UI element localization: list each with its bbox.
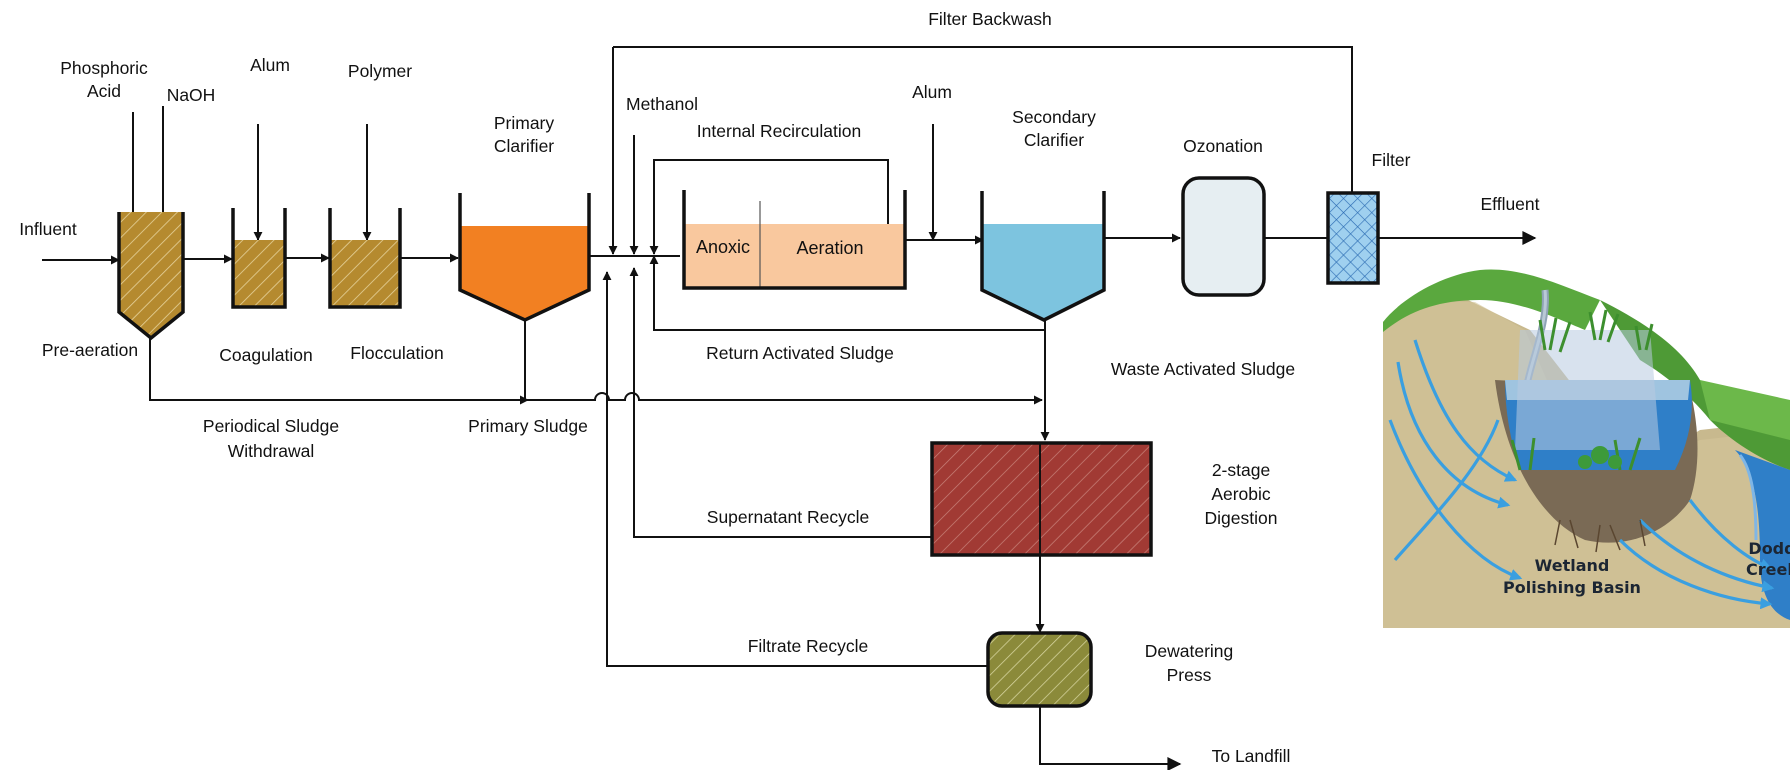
secondary-clarifier-label-1: Secondary	[1012, 107, 1096, 127]
to-landfill-label: To Landfill	[1212, 746, 1291, 766]
flow-lines	[42, 46, 1537, 770]
anoxic-label: Anoxic	[696, 237, 750, 257]
coagulation-label: Coagulation	[219, 345, 312, 365]
primary-clarifier-label-1: Primary	[494, 113, 555, 133]
phosphoric-acid-label-2: Acid	[87, 81, 121, 101]
supernatant-recycle-label: Supernatant Recycle	[707, 507, 869, 527]
dodd-creek-label-2: Creek	[1746, 560, 1790, 579]
aeration-label: Aeration	[796, 238, 863, 258]
pre-aeration-tank	[117, 212, 185, 341]
dewatering-press	[986, 631, 1093, 708]
wetland-polishing-basin-label-2: Polishing Basin	[1503, 578, 1641, 597]
periodical-sludge-withdrawal-label-2: Withdrawal	[228, 441, 315, 461]
ozonation-label: Ozonation	[1183, 136, 1263, 156]
filter-backwash-label: Filter Backwash	[928, 9, 1052, 29]
effluent-label: Effluent	[1480, 194, 1539, 214]
aerobic-digestion-label-2: Aerobic	[1211, 484, 1271, 504]
aerobic-digester	[930, 441, 1153, 557]
internal-recirculation-label: Internal Recirculation	[697, 121, 861, 141]
secondary-clarifier-label-2: Clarifier	[1024, 130, 1084, 150]
secondary-clarifier-tank	[980, 191, 1106, 322]
methanol-label: Methanol	[626, 94, 698, 114]
return-activated-sludge-label: Return Activated Sludge	[706, 343, 894, 363]
wetland-polishing-basin-label-1: Wetland	[1535, 556, 1610, 575]
primary-sludge-label: Primary Sludge	[468, 416, 588, 436]
filter-vessel	[1326, 191, 1380, 285]
dewatering-press-label-2: Press	[1167, 665, 1212, 685]
naoh-label: NaOH	[167, 85, 216, 105]
pre-aeration-label: Pre-aeration	[42, 340, 138, 360]
aerobic-digestion-label-3: Digestion	[1205, 508, 1278, 528]
waste-activated-sludge-label: Waste Activated Sludge	[1111, 359, 1295, 379]
aerobic-digestion-label-1: 2-stage	[1212, 460, 1270, 480]
influent-label: Influent	[19, 219, 77, 239]
filtrate-recycle-label: Filtrate Recycle	[748, 636, 869, 656]
primary-clarifier-label-2: Clarifier	[494, 136, 554, 156]
alum-label-1: Alum	[250, 55, 290, 75]
flocculation-label: Flocculation	[350, 343, 443, 363]
wetland-illustration: Wetland Polishing Basin Dodd Creek	[1383, 269, 1790, 628]
dewatering-press-label-1: Dewatering	[1145, 641, 1234, 661]
alum-label-2: Alum	[912, 82, 952, 102]
flocculation-tank	[328, 208, 402, 309]
periodical-sludge-withdrawal-label-1: Periodical Sludge	[203, 416, 339, 436]
polymer-label: Polymer	[348, 61, 412, 81]
primary-clarifier-tank	[458, 193, 591, 322]
phosphoric-acid-label-1: Phosphoric	[60, 58, 148, 78]
text-labels: Filter Backwash Phosphoric Acid NaOH Alu…	[19, 9, 1539, 766]
anoxic-aeration-basin	[682, 190, 907, 290]
dodd-creek-label-1: Dodd	[1748, 539, 1790, 558]
ozonation-vessel	[1181, 176, 1266, 297]
filter-label: Filter	[1372, 150, 1411, 170]
coagulation-tank	[231, 208, 287, 309]
